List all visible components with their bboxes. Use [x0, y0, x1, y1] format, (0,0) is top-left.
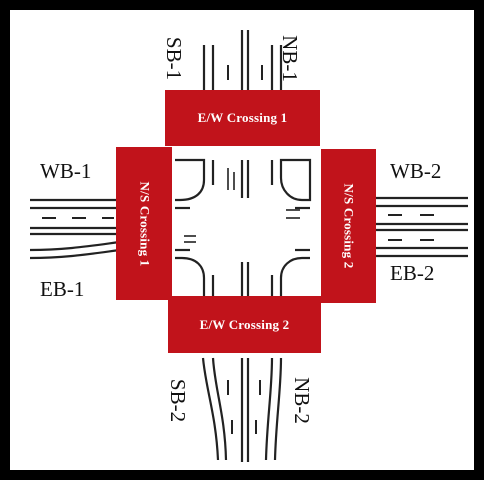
label-eb-2: EB-2	[390, 261, 435, 285]
label-eb-1: EB-1	[40, 277, 85, 301]
crossing-ns-2-label: N/S Crossing 2	[341, 183, 357, 269]
crossing-ew-1: E/W Crossing 1	[165, 90, 320, 146]
crossing-ew-1-label: E/W Crossing 1	[197, 110, 288, 125]
crossing-ew-2-label: E/W Crossing 2	[199, 316, 290, 332]
label-sb-1: SB-1	[162, 36, 187, 81]
label-nb-1: NB-1	[277, 35, 302, 82]
east-approach-lanes	[376, 196, 468, 258]
intersection-core	[175, 158, 312, 302]
crossing-ns-1: N/S Crossing 1	[116, 147, 172, 300]
south-approach-lanes	[201, 357, 283, 462]
crossing-ew-2: E/W Crossing 2	[168, 296, 321, 353]
label-wb-2: WB-2	[390, 159, 442, 183]
crossing-ns-2: N/S Crossing 2	[321, 149, 376, 303]
intersection-canvas: SB-1 NB-1 WB-1 EB-1 WB-2 EB-2 SB-2 NB-2 …	[10, 10, 474, 470]
road-schematic	[29, 30, 468, 462]
label-nb-2: NB-2	[289, 377, 314, 424]
label-wb-1: WB-1	[40, 159, 92, 183]
crossing-ns-1-label: N/S Crossing 1	[137, 181, 153, 266]
west-approach-lanes	[29, 198, 121, 260]
label-sb-2: SB-2	[166, 378, 191, 423]
